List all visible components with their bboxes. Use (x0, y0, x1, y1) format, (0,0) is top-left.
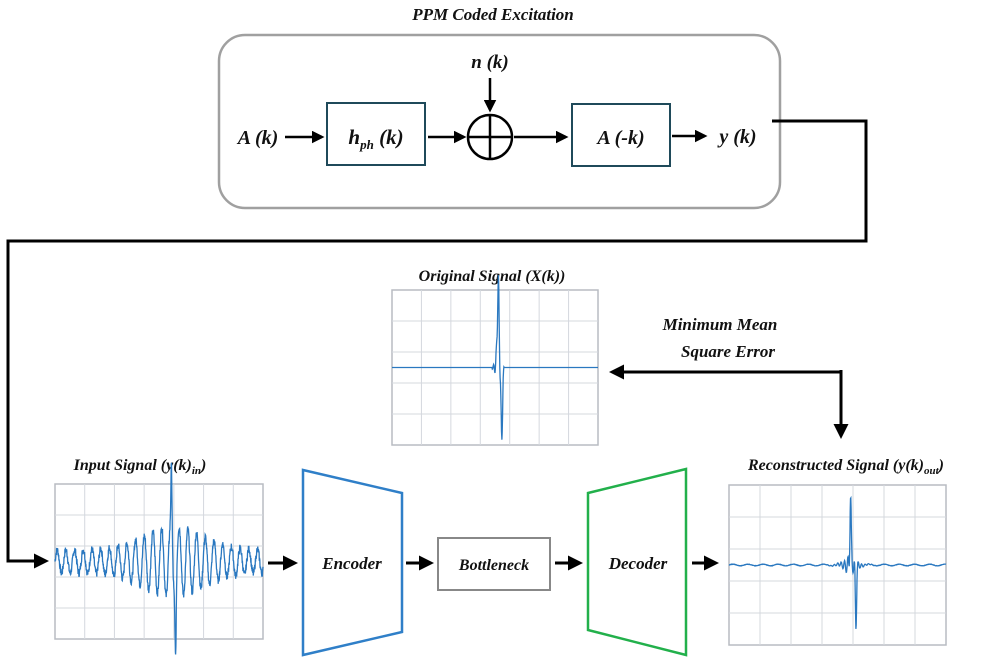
encoder-label: Encoder (321, 554, 382, 573)
inverse-label: A (-k) (595, 127, 644, 149)
bottleneck-block (437, 537, 551, 591)
reconstructed-signal-title: Reconstructed Signal (y(k)out) (747, 457, 944, 477)
bottleneck-label: Bottleneck (458, 557, 529, 574)
input-signal-title: Input Signal (y(k)in) (73, 457, 207, 477)
original-signal-title: Original Signal (X(k)) (419, 268, 566, 285)
noise-label: n (k) (471, 52, 508, 73)
mmse-label-line2: Square Error (681, 342, 775, 361)
plot-grid (55, 484, 263, 639)
decoder-label: Decoder (608, 554, 668, 573)
decoder-block (586, 467, 688, 657)
input-a-label: A (k) (236, 127, 279, 149)
inverse-block (571, 103, 671, 167)
output-y-label: y (k) (717, 126, 756, 148)
input-signal-plot (54, 462, 264, 655)
waveform-line (54, 462, 264, 655)
waveform-line (392, 275, 598, 440)
encoder-block (301, 468, 404, 657)
original-signal-plot (391, 275, 599, 446)
filter-label: hph (k) (348, 125, 403, 152)
reconstructed-signal-plot (728, 484, 947, 646)
mmse-label-line1: Minimum Mean (662, 315, 778, 334)
waveform-line (728, 495, 947, 629)
summing-junction-icon (466, 113, 514, 161)
excitation-title: PPM Coded Excitation (411, 5, 574, 24)
signal-path-arrow (6, 119, 868, 569)
filter-block (326, 102, 426, 166)
